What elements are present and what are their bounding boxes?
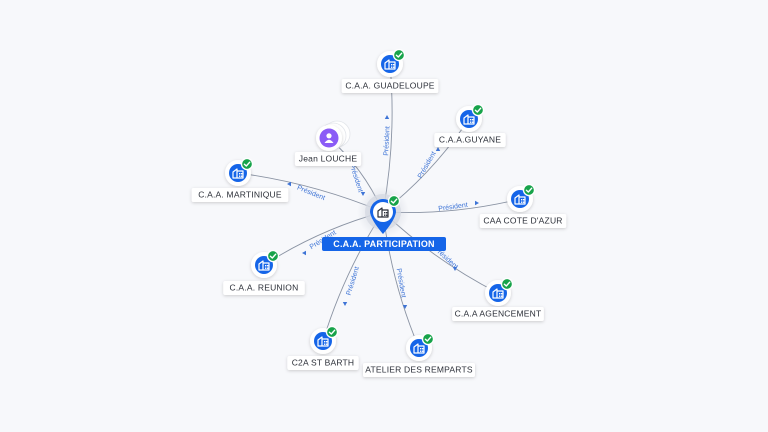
company-node-reunion[interactable]: C.A.A. REUNION — [223, 249, 305, 296]
node-label: ATELIER DES REMPARTS — [365, 364, 473, 374]
verified-check-icon — [325, 325, 339, 339]
company-building-icon — [317, 336, 329, 347]
company-node-martinique[interactable]: C.A.A. MARTINIQUE — [191, 157, 289, 203]
edge-label-president: Président — [348, 163, 364, 193]
verified-check-icon — [392, 48, 406, 62]
company-building-icon — [492, 288, 504, 299]
person-node-jean-louche[interactable]: Jean LOUCHE — [294, 120, 362, 166]
node-label-box: C.A.A. MARTINIQUE — [191, 188, 289, 202]
company-node-guadeloupe[interactable]: C.A.A. GUADELOUPE — [341, 48, 439, 94]
verified-check-icon — [266, 249, 280, 263]
node-label-box: C.A.A. REUNION — [223, 281, 305, 295]
verified-check-icon — [471, 103, 485, 117]
node-label-box: ATELIER DES REMPARTS — [363, 363, 475, 377]
person-icon — [324, 133, 334, 143]
company-building-icon — [384, 59, 396, 70]
verified-check-icon — [522, 183, 536, 197]
node-label-box: CAA COTE D'AZUR — [479, 214, 567, 228]
company-node-cote-d-azur[interactable]: CAA COTE D'AZUR — [479, 183, 567, 229]
edge-label-president: Président — [417, 151, 438, 180]
company-node-c2a-st-barth[interactable]: C2A ST BARTH — [287, 325, 359, 371]
verified-check-icon — [240, 157, 254, 171]
company-node-agencement[interactable]: C.A.A AGENCEMENT — [452, 277, 544, 322]
node-label-box: C.A.A. GUADELOUPE — [341, 79, 439, 93]
company-building-icon — [377, 207, 389, 218]
edge-label-president: Président — [383, 126, 392, 156]
node-label: C.A.A.GUYANE — [439, 134, 501, 144]
company-node-guyane[interactable]: C.A.A.GUYANE — [434, 103, 506, 148]
center-label-box: C.A.A. PARTICIPATION — [322, 237, 446, 251]
center-label: C.A.A. PARTICIPATION — [333, 239, 435, 249]
edge-label-president: Président — [346, 266, 361, 296]
edge-label-president: Président — [438, 202, 468, 213]
company-building-icon — [413, 343, 425, 354]
company-building-icon — [514, 194, 526, 205]
nodes-layer: C.A.A. GUADELOUPE C.A.A.GUYANE CAA COTE D'… — [191, 48, 567, 378]
center-layer: C.A.A. PARTICIPATION — [322, 186, 446, 251]
verified-check-icon — [500, 277, 514, 291]
node-label-box: C2A ST BARTH — [287, 356, 359, 370]
node-label: C.A.A. MARTINIQUE — [198, 189, 282, 199]
company-building-icon — [232, 168, 244, 179]
center-company-node[interactable]: C.A.A. PARTICIPATION — [322, 186, 446, 251]
node-label-box: Jean LOUCHE — [294, 152, 362, 166]
node-label: C.A.A AGENCEMENT — [455, 308, 542, 318]
node-label: Jean LOUCHE — [299, 153, 358, 163]
verified-check-icon — [387, 194, 401, 208]
node-label-box: C.A.A.GUYANE — [434, 133, 506, 147]
node-label: CAA COTE D'AZUR — [483, 215, 562, 225]
node-label: C.A.A. GUADELOUPE — [345, 80, 434, 90]
company-node-atelier-des-remparts[interactable]: ATELIER DES REMPARTS — [363, 332, 475, 378]
company-building-icon — [258, 260, 270, 271]
node-label: C.A.A. REUNION — [230, 282, 299, 292]
verified-check-icon — [421, 332, 435, 346]
company-building-icon — [463, 114, 475, 125]
node-label-box: C.A.A AGENCEMENT — [452, 307, 544, 321]
node-label: C2A ST BARTH — [292, 357, 355, 367]
